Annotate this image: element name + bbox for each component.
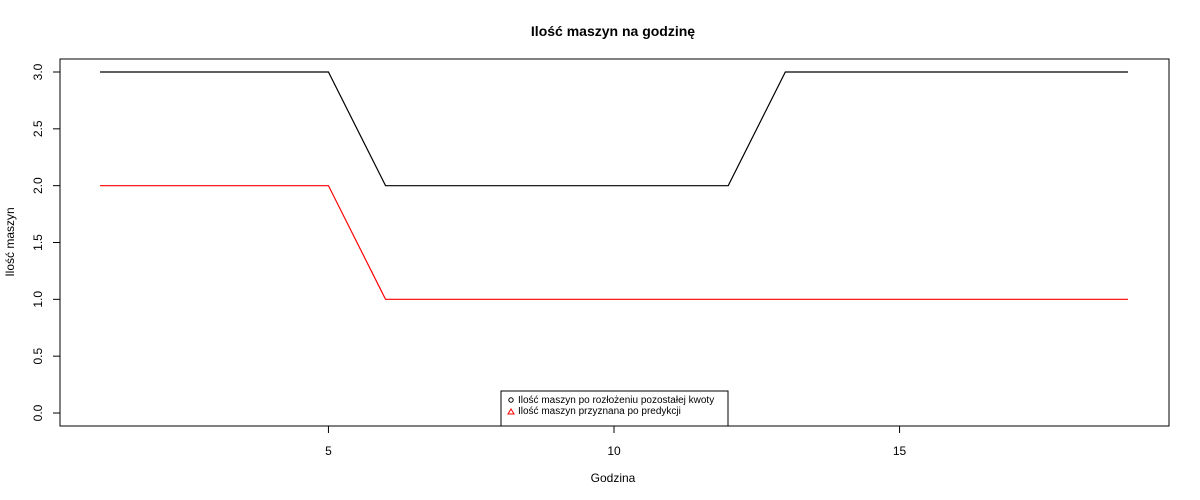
y-tick-label: 2.0: [31, 177, 45, 194]
y-tick-label: 1.5: [31, 234, 45, 251]
axes: 5 10 15 0.0 0.5 1.0 1.5 2.0 2.5 3.0: [31, 63, 907, 458]
chart-title: Ilość maszyn na godzinę: [531, 23, 695, 39]
y-tick-label: 2.5: [31, 120, 45, 137]
y-tick-label: 3.0: [31, 63, 45, 80]
y-tick-label: 1.0: [31, 291, 45, 308]
series-line-2: [100, 185, 1128, 300]
legend-marker-circle: [508, 397, 514, 403]
y-tick-label: 0.0: [31, 404, 45, 421]
x-tick-label: 15: [893, 444, 907, 458]
series-line-1: [100, 71, 1128, 187]
plot-frame: [59, 58, 1170, 427]
legend: Ilość maszyn po rozłożeniu pozostałej kw…: [500, 390, 729, 427]
legend-label-2: Ilość maszyn przyznana po predykcji: [518, 406, 681, 417]
x-tick-label: 5: [325, 444, 332, 458]
series-layer: [100, 71, 1128, 300]
legend-box: [500, 390, 729, 427]
y-tick-label: 0.5: [31, 348, 45, 365]
x-axis-label: Godzina: [591, 471, 636, 485]
legend-marker-triangle: [507, 408, 515, 415]
legend-label-1: Ilość maszyn po rozłożeniu pozostałej kw…: [518, 395, 714, 406]
y-axis-label: Ilość maszyn: [3, 207, 17, 276]
x-tick-label: 10: [607, 444, 621, 458]
